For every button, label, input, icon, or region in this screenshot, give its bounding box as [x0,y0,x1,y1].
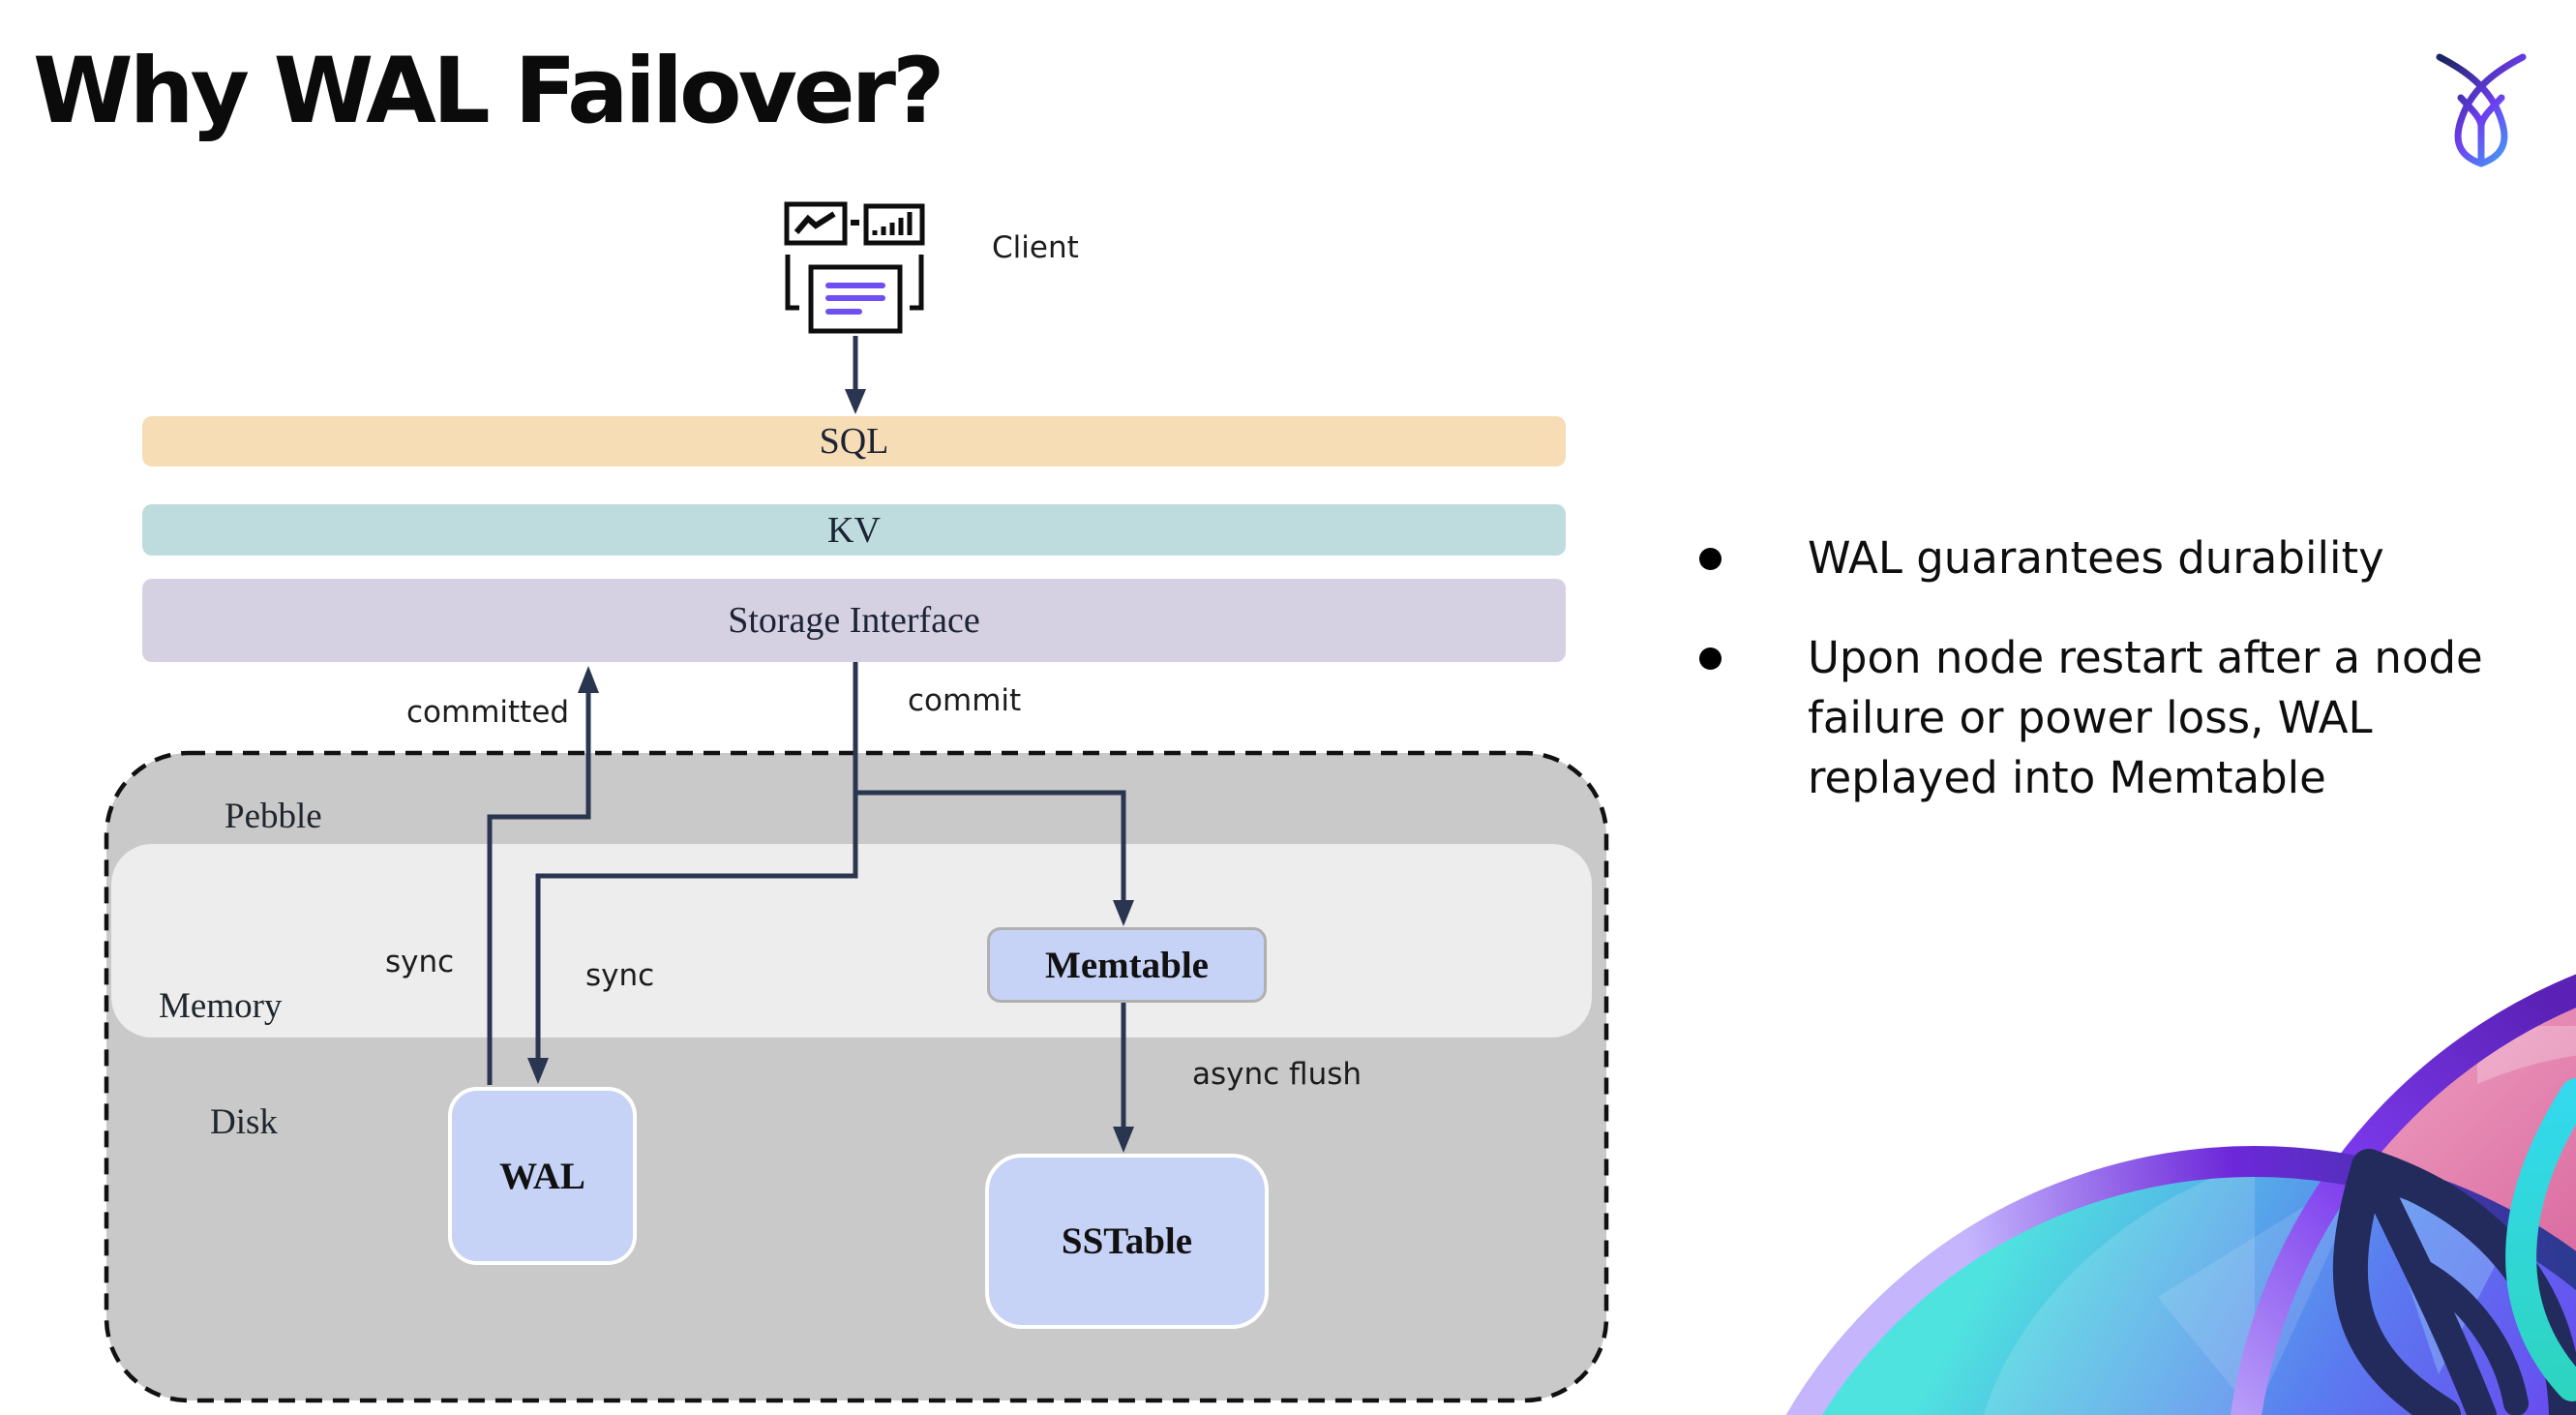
client-workstation-icon [784,201,925,334]
layer-label-kv: KV [827,509,881,551]
commit-label: commit [908,683,1022,718]
async-flush-label: async flush [1192,1057,1363,1092]
bullet-item: Upon node restart after a node failure o… [1699,628,2531,808]
memtable-node: Memtable [987,927,1267,1003]
arrowhead-into-storage [578,666,599,693]
wal-label: WAL [499,1155,585,1197]
layer-bar-sql: SQL [142,416,1566,467]
arrowhead-into-wal [527,1058,549,1084]
sstable-node: SSTable [985,1154,1269,1329]
layer-bar-storage-interface: Storage Interface [142,579,1566,662]
memtable-label: Memtable [1045,944,1209,986]
bullet-dot [1699,548,1722,570]
pebble-label: Pebble [225,797,322,836]
arrowhead-into-memtable [1113,900,1134,926]
disk-label: Disk [210,1102,278,1142]
edge-commit-sync-wal [535,662,858,1070]
memory-band [111,844,1592,1038]
sync-right-label: sync [585,958,655,993]
cockroachdb-logo-icon [2436,53,2527,167]
layer-bar-kv: KV [142,504,1566,556]
edge-commit-memtable [855,790,1126,912]
arrowhead-into-sstable [1113,1127,1134,1153]
bullet-text: WAL guarantees durability [1808,532,2384,584]
client-label: Client [992,230,1079,265]
layer-label-storage-interface: Storage Interface [728,600,980,641]
wal-node: WAL [448,1087,637,1265]
sync-left-label: sync [385,945,455,979]
layer-label-sql: SQL [819,421,889,462]
committed-label: committed [406,695,570,730]
arrowhead-into-sql [845,389,866,414]
sstable-label: SSTable [1061,1220,1193,1262]
edge-committed [487,679,591,1085]
memory-label: Memory [159,986,283,1026]
page-title: Why WAL Failover? [33,39,945,144]
bullet-item: WAL guarantees durability [1699,528,2531,588]
bullet-dot [1699,647,1722,670]
bullet-list: WAL guarantees durability Upon node rest… [1699,528,2531,848]
bullet-text: Upon node restart after a node failure o… [1808,632,2483,803]
